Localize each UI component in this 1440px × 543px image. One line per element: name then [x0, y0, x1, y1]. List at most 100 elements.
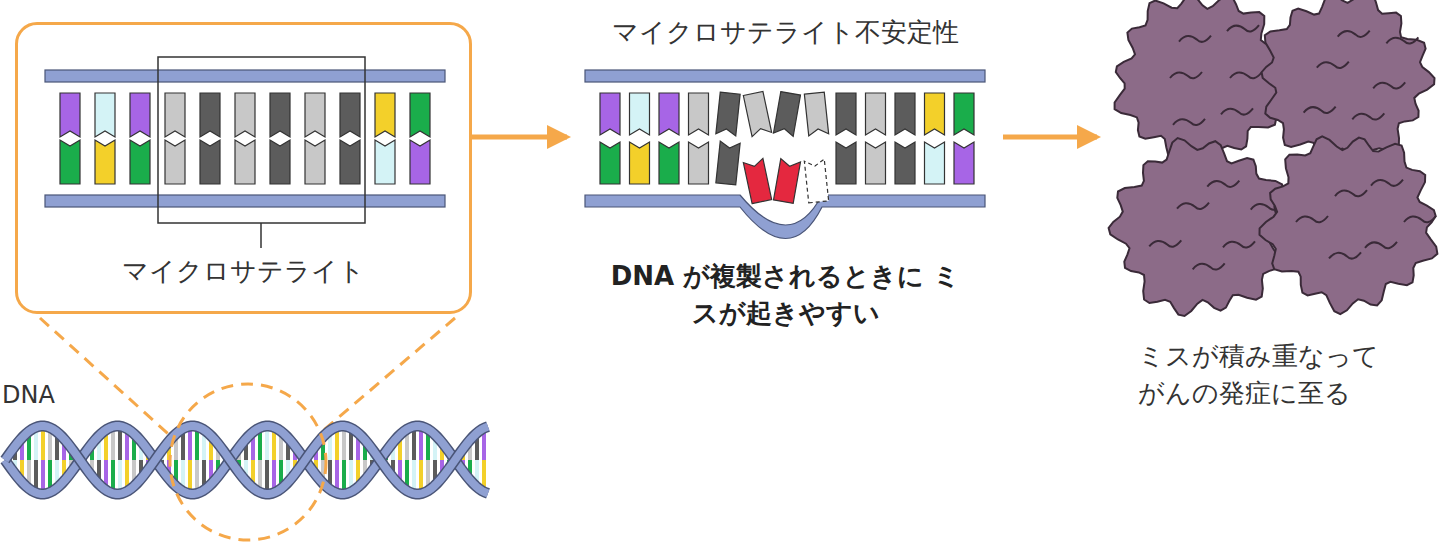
stroke: [743, 158, 771, 203]
stroke: [774, 92, 801, 137]
stroke: [804, 92, 828, 136]
stroke: [375, 93, 395, 137]
stroke: [689, 93, 709, 135]
stroke: [95, 140, 115, 184]
stroke: [954, 93, 974, 135]
stroke: [235, 140, 255, 184]
stroke: [60, 93, 80, 137]
stroke: [5, 426, 488, 494]
stroke: [600, 93, 620, 135]
stroke: [5, 426, 488, 494]
stroke: [1149, 240, 1181, 246]
stroke: [1296, 216, 1328, 222]
stroke: [689, 142, 709, 184]
stroke: [1371, 180, 1403, 186]
stroke: [375, 140, 395, 184]
stroke: [1115, 0, 1289, 168]
stroke: [1173, 119, 1205, 125]
stroke: [1317, 62, 1349, 68]
stroke: [836, 93, 856, 135]
stroke: [200, 140, 220, 184]
stroke: [1260, 136, 1438, 314]
stroke: [1335, 190, 1367, 196]
stroke: [305, 93, 325, 137]
arrow-connector: [472, 135, 567, 140]
stroke: [1365, 242, 1397, 248]
stroke: [45, 195, 445, 207]
stroke: [1329, 252, 1361, 258]
zoom-circle: [170, 384, 326, 540]
stroke: [659, 142, 679, 184]
stroke: [1221, 108, 1253, 114]
stroke: [165, 140, 185, 184]
cancer-cells: [1109, 0, 1438, 316]
stroke: [1170, 72, 1202, 78]
stroke: [340, 140, 360, 184]
stroke: [716, 141, 740, 185]
stroke: [235, 93, 255, 137]
stroke: [60, 140, 80, 184]
stroke: [410, 93, 430, 137]
stroke: [340, 93, 360, 137]
stroke: [600, 142, 620, 184]
stroke: [5, 426, 488, 494]
stroke: [925, 142, 945, 184]
node-text: ミスが積み重なって がんの発症に至る: [1138, 338, 1388, 412]
dna-helix: [5, 426, 488, 494]
stroke: [895, 93, 915, 135]
stroke: [954, 142, 974, 184]
panel: マイクロサテライト: [15, 22, 472, 314]
stroke: [45, 70, 445, 82]
stroke: [1404, 216, 1436, 222]
panel: マイクロサテライト不安定性 DNA が複製されるときに ミスが起きやすい: [585, 14, 985, 336]
node-text: DNA が複製されるときに ミスが起きやすい: [603, 258, 968, 332]
stroke: [130, 140, 150, 184]
stroke: [743, 91, 771, 136]
stroke: [866, 142, 886, 184]
stroke: [1207, 181, 1239, 187]
stroke: [1386, 37, 1418, 43]
stroke: [305, 140, 325, 184]
stroke: [130, 93, 150, 137]
microsatellite-frame: [158, 57, 365, 223]
stroke: [1373, 82, 1405, 88]
panel: ミスが積み重なって がんの発症に至る: [1115, 0, 1440, 420]
stroke: [5, 426, 488, 494]
stroke: [200, 93, 220, 137]
stroke: [410, 140, 430, 184]
stroke: [1177, 203, 1209, 209]
stroke: [804, 159, 828, 203]
dna-strip-broken: [585, 70, 985, 239]
dna-label: DNA: [2, 378, 55, 412]
stroke: [95, 93, 115, 137]
stroke: [925, 93, 945, 135]
leader-line: [260, 223, 262, 248]
stroke: [1223, 241, 1255, 247]
stroke: [165, 93, 185, 137]
stroke: [836, 142, 856, 184]
dna-strip: [45, 70, 445, 207]
stroke: [1262, 0, 1435, 165]
stroke: [1230, 72, 1262, 78]
stroke: [585, 70, 985, 82]
stroke: [1179, 36, 1211, 42]
stroke: [866, 93, 886, 135]
stroke: [895, 142, 915, 184]
node-text: マイクロサテライト: [18, 253, 469, 290]
stroke: [270, 140, 290, 184]
stroke: [630, 142, 650, 184]
stroke: [1352, 113, 1384, 119]
stroke: [1304, 107, 1336, 113]
zoom-lines: [40, 318, 455, 440]
stroke: [270, 93, 290, 137]
stroke: [1109, 138, 1286, 316]
stroke: [1193, 263, 1225, 269]
stroke: [659, 93, 679, 135]
stroke: [774, 159, 801, 204]
stroke: [630, 93, 650, 135]
stroke: [716, 92, 740, 136]
stroke: [1338, 31, 1370, 37]
stroke: [1227, 25, 1259, 31]
heading-text: マイクロサテライト不安定性: [585, 14, 985, 51]
arrow-connector: [1003, 135, 1097, 140]
